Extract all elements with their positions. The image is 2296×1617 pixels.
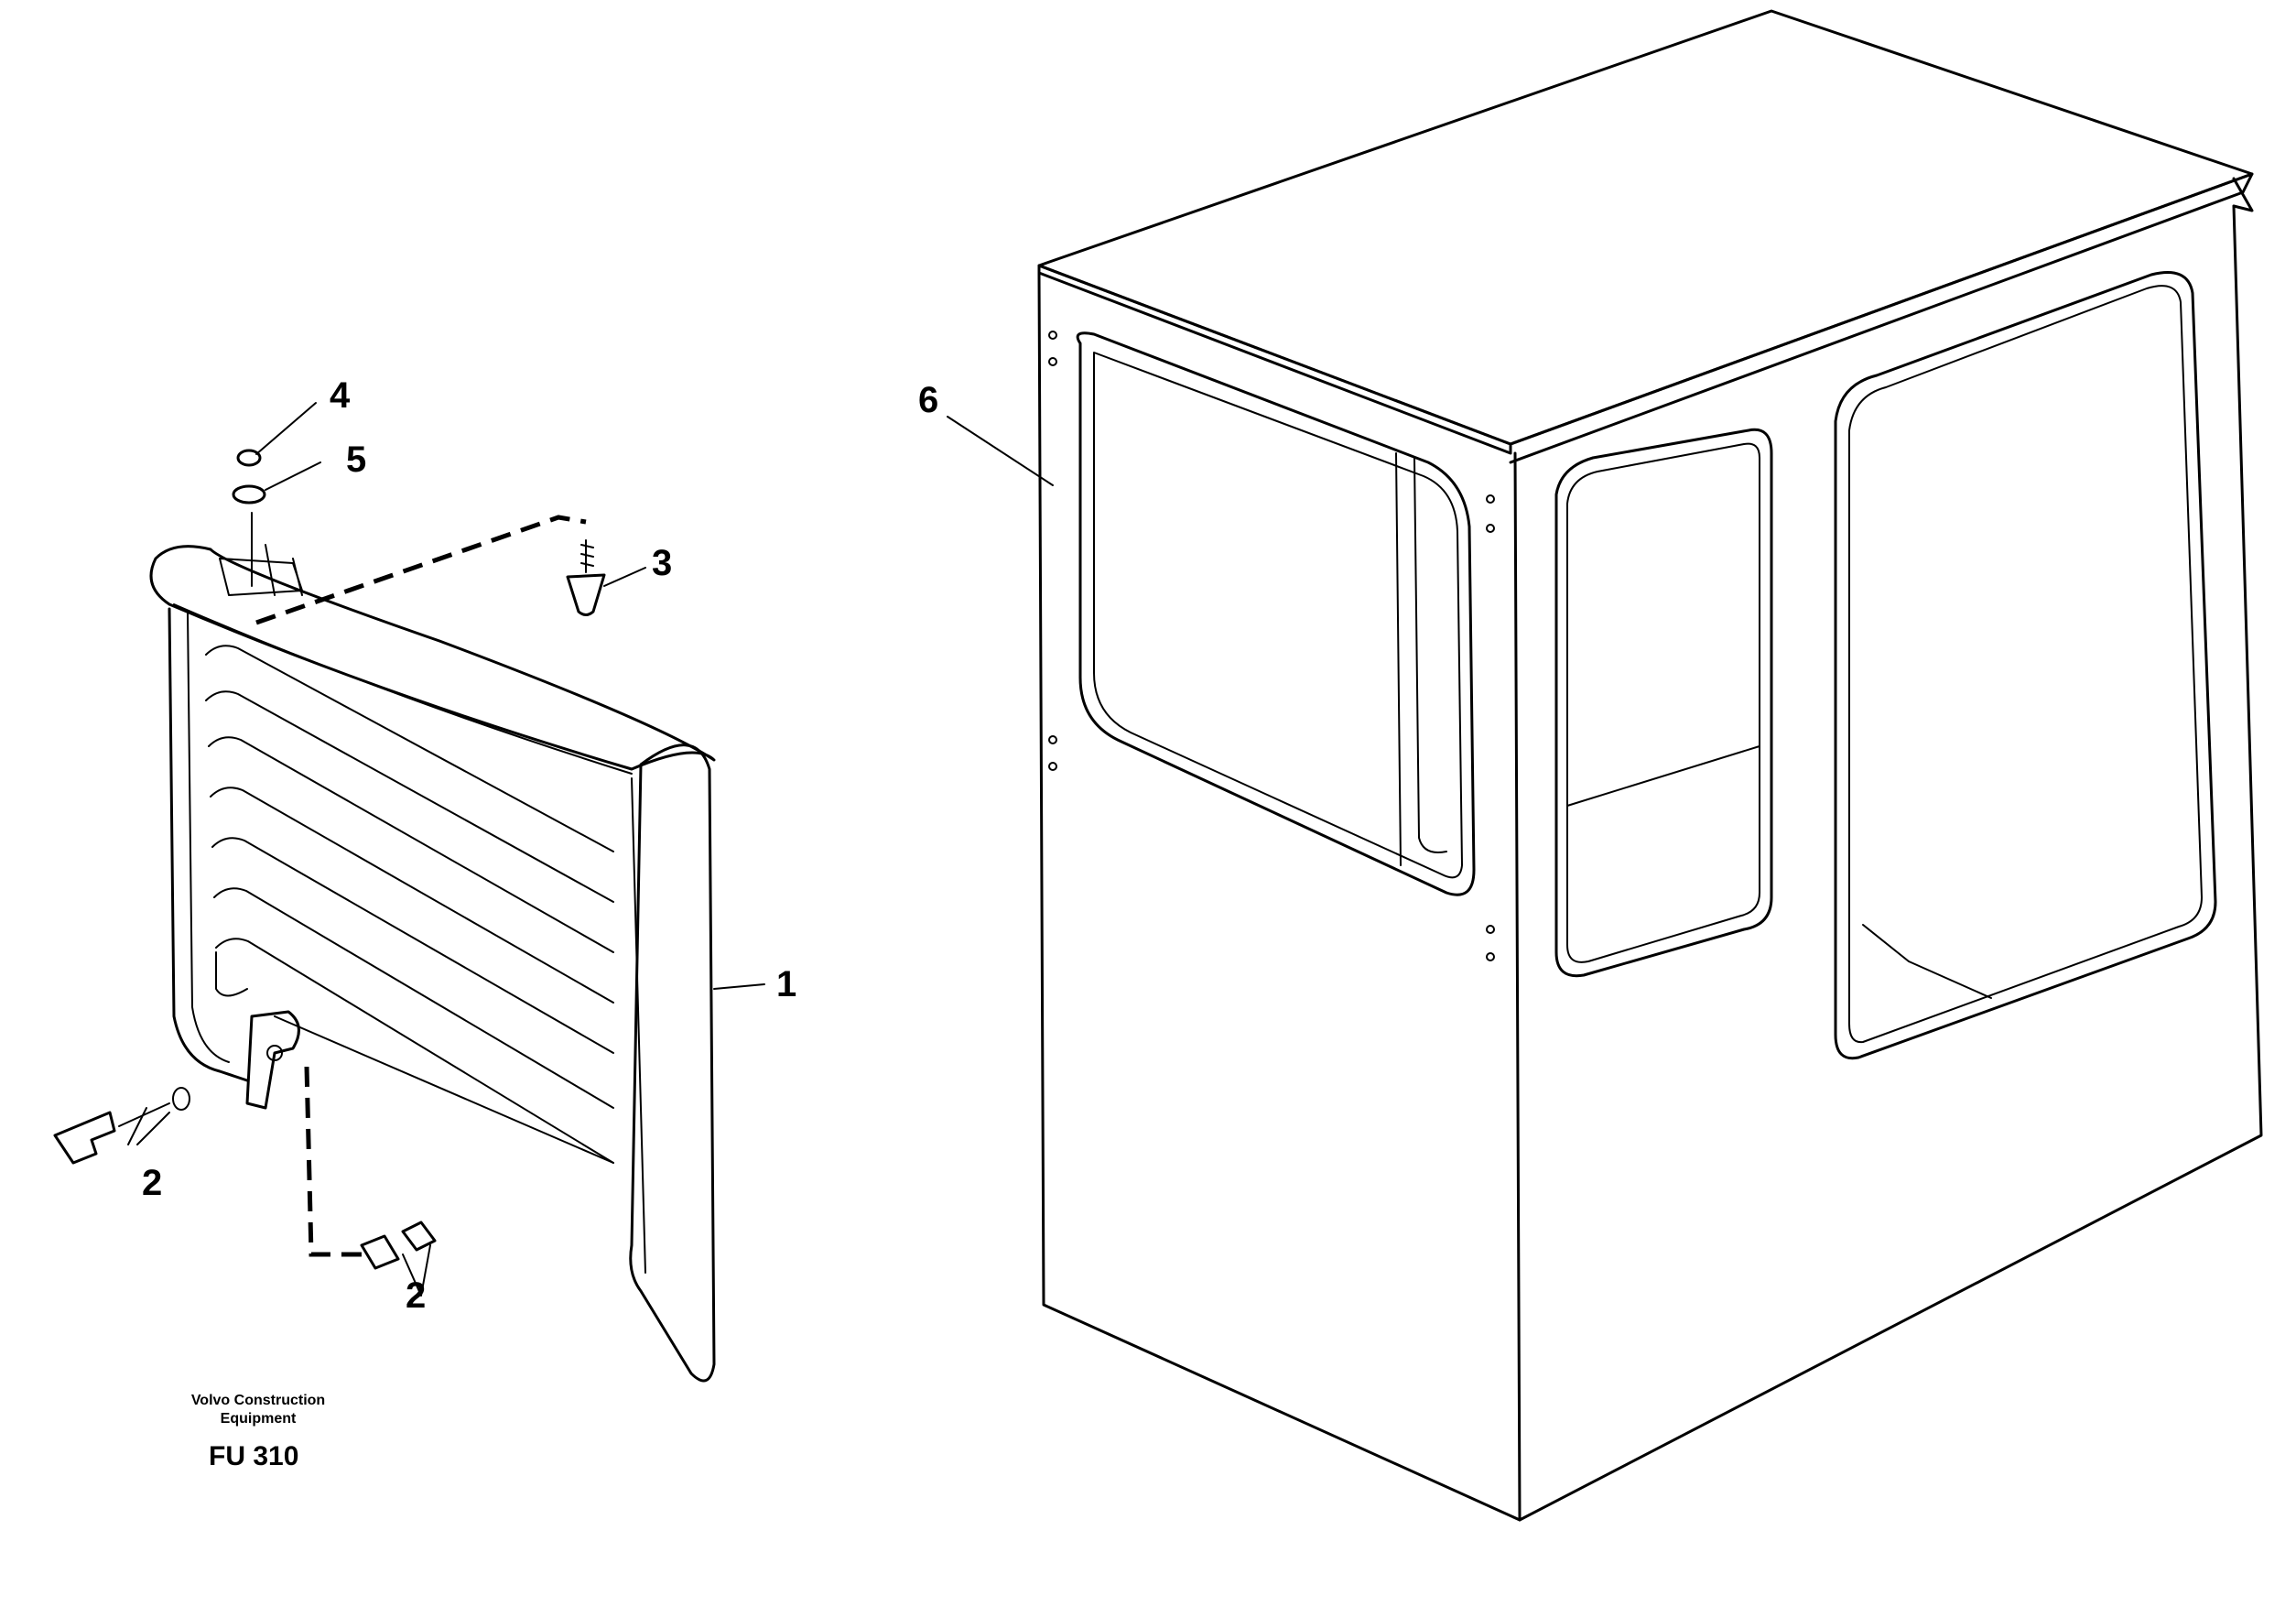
callout-2a: 2 bbox=[142, 1163, 162, 1203]
callout-1: 1 bbox=[776, 964, 796, 1004]
callout-6: 6 bbox=[918, 380, 938, 420]
credit-line-1: Volvo Construction bbox=[191, 1393, 325, 1408]
grille-assembly bbox=[53, 402, 765, 1383]
callout-2b: 2 bbox=[406, 1275, 426, 1316]
figure-code: FU 310 bbox=[209, 1441, 298, 1471]
credit-line-2: Equipment bbox=[221, 1411, 297, 1427]
callout-5: 5 bbox=[346, 440, 366, 480]
cab-body bbox=[947, 9, 2263, 1522]
callout-4: 4 bbox=[330, 375, 351, 416]
callout-3: 3 bbox=[652, 543, 672, 583]
